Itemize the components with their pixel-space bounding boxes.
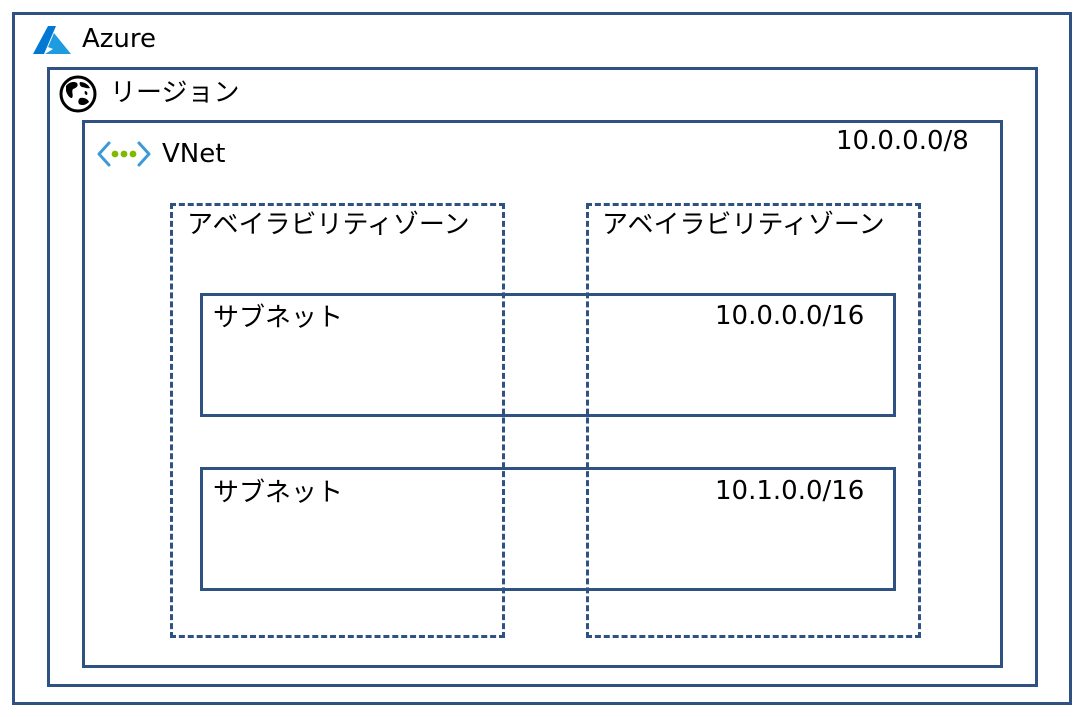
vnet-container: [82, 120, 1003, 668]
subnet-2: [200, 467, 896, 591]
region-label: リージョン: [110, 78, 240, 108]
vnet-cidr: 10.0.0.0/8: [836, 126, 969, 156]
availability-zone-1-label: アベイラビリティゾーン: [187, 210, 470, 240]
availability-zone-1: [170, 203, 505, 638]
subnet-1: [200, 293, 896, 417]
subnet-1-label: サブネット: [213, 303, 344, 333]
subnet-2-cidr: 10.1.0.0/16: [715, 476, 865, 506]
availability-zone-2-label: アベイラビリティゾーン: [602, 210, 885, 240]
subnet-2-label: サブネット: [213, 478, 344, 508]
region-container: [47, 67, 1038, 687]
azure-label: Azure: [82, 24, 157, 54]
vnet-label: VNet: [162, 139, 226, 169]
vnet-icon: [97, 141, 151, 167]
availability-zone-2: [586, 203, 921, 638]
globe-icon: [59, 75, 97, 113]
azure-logo-icon: [33, 26, 71, 54]
azure-container: [12, 12, 1072, 705]
subnet-1-cidr: 10.0.0.0/16: [715, 301, 865, 331]
